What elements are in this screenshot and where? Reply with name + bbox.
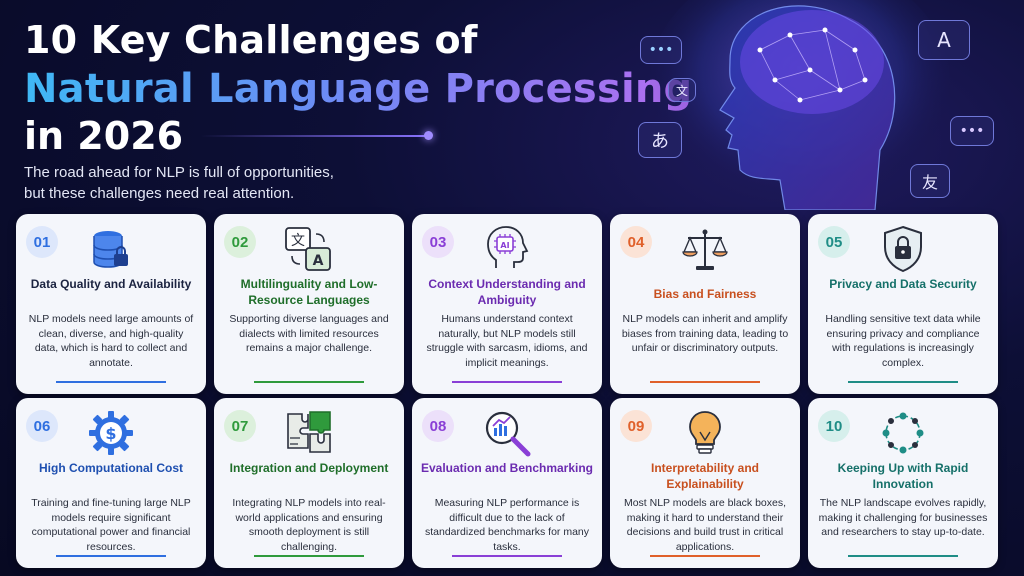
- title-underline-dot: [424, 131, 433, 140]
- challenge-card-06: 06 $ High Computational Cost Training an…: [16, 398, 206, 568]
- card-accent-bar: [452, 555, 562, 557]
- card-accent-bar: [650, 381, 760, 383]
- card-number: 08: [422, 410, 454, 442]
- challenge-card-07: 07 Integration and Deployment Integratin…: [214, 398, 404, 568]
- database-lock-icon: [84, 222, 138, 276]
- card-number: 06: [26, 410, 58, 442]
- challenge-card-10: 10 Keeping Up with Rapid Innovation The …: [808, 398, 998, 568]
- card-title: Integration and Deployment: [229, 461, 389, 475]
- translate-icon: 文 A: [282, 222, 336, 276]
- card-accent-bar: [56, 381, 166, 383]
- card-accent-bar: [848, 555, 958, 557]
- ai-head-icon: AI: [480, 222, 534, 276]
- page-subtitle: The road ahead for NLP is full of opport…: [24, 164, 334, 202]
- challenge-card-04: 04 Bias and Fairness NLP models can inhe…: [610, 214, 800, 394]
- card-title: Interpretability and Explainability: [650, 461, 760, 491]
- card-accent-bar: [452, 381, 562, 383]
- challenge-card-01: 01 Data Quality and Availability NLP mod…: [16, 214, 206, 394]
- card-number: 02: [224, 226, 256, 258]
- card-description: Measuring NLP performance is difficult d…: [425, 497, 589, 553]
- chat-bubble-hiragana-icon: あ: [638, 122, 682, 158]
- chat-bubble-letter-a-icon: A: [918, 20, 970, 60]
- card-title: Context Understanding and Ambiguity: [428, 277, 586, 307]
- card-title: Privacy and Data Security: [829, 277, 977, 291]
- challenge-card-08: 08 Evaluation and Benchmarking Measuring…: [412, 398, 602, 568]
- card-accent-bar: [650, 555, 760, 557]
- challenge-card-02: 02 文 A Multilinguality and Low-Resource …: [214, 214, 404, 394]
- page-title-line2: Natural Language Processing: [24, 66, 693, 112]
- card-number: 01: [26, 226, 58, 258]
- gear-dollar-icon: $: [84, 406, 138, 460]
- card-description: Training and fine-tuning large NLP model…: [31, 497, 191, 553]
- card-accent-bar: [254, 381, 364, 383]
- card-description: Most NLP models are black boxes, making …: [623, 497, 787, 553]
- challenge-card-05: 05 Privacy and Data Security Handling se…: [808, 214, 998, 394]
- lightbulb-icon: [678, 406, 732, 460]
- card-description: NLP models can inherit and amplify biase…: [621, 313, 789, 354]
- svg-text:文: 文: [291, 233, 305, 249]
- scales-icon: [678, 222, 732, 276]
- page-title-line1: 10 Key Challenges of: [24, 18, 478, 62]
- card-description: NLP models need large amounts of clean, …: [28, 313, 194, 369]
- puzzle-icon: [282, 406, 336, 460]
- challenge-card-09: 09 Interpretability and Explainability M…: [610, 398, 800, 568]
- card-number: 07: [224, 410, 256, 442]
- svg-text:A: A: [313, 253, 324, 269]
- brain-head-icon: [650, 0, 950, 210]
- chat-bubble-tomo-icon: 友: [910, 164, 950, 198]
- card-title: High Computational Cost: [39, 461, 183, 475]
- svg-text:AI: AI: [500, 241, 509, 250]
- card-description: The NLP landscape evolves rapidly, makin…: [818, 497, 988, 538]
- card-number: 10: [818, 410, 850, 442]
- card-title: Data Quality and Availability: [30, 277, 192, 291]
- card-title: Evaluation and Benchmarking: [420, 461, 594, 475]
- card-number: 09: [620, 410, 652, 442]
- card-number: 05: [818, 226, 850, 258]
- challenge-card-03: 03 AI Context Understanding and Ambiguit…: [412, 214, 602, 394]
- shield-lock-icon: [876, 222, 930, 276]
- card-accent-bar: [848, 381, 958, 383]
- card-description: Supporting diverse languages and dialect…: [229, 313, 389, 354]
- chat-bubble-kanji-icon: 文: [668, 78, 696, 102]
- page-title-line3: in 2026: [24, 114, 184, 158]
- chat-bubble-dots-right-icon: •••: [950, 116, 994, 146]
- network-cycle-icon: [876, 406, 930, 460]
- title-underline: [200, 135, 428, 137]
- card-accent-bar: [254, 555, 364, 557]
- card-number: 03: [422, 226, 454, 258]
- card-title: Keeping Up with Rapid Innovation: [837, 461, 969, 491]
- card-title: Multilinguality and Low-Resource Languag…: [240, 277, 378, 307]
- card-description: Integrating NLP models into real-world a…: [232, 497, 386, 553]
- hero-brain-illustration: ••• A 文 あ ••• 友: [600, 0, 1024, 210]
- svg-text:$: $: [105, 424, 116, 443]
- magnifier-chart-icon: [480, 406, 534, 460]
- card-description: Humans understand context naturally, but…: [426, 313, 588, 369]
- card-title: Bias and Fairness: [653, 287, 757, 301]
- card-description: Handling sensitive text data while ensur…: [825, 313, 981, 369]
- card-number: 04: [620, 226, 652, 258]
- chat-bubble-dots-icon: •••: [640, 36, 682, 64]
- card-accent-bar: [56, 555, 166, 557]
